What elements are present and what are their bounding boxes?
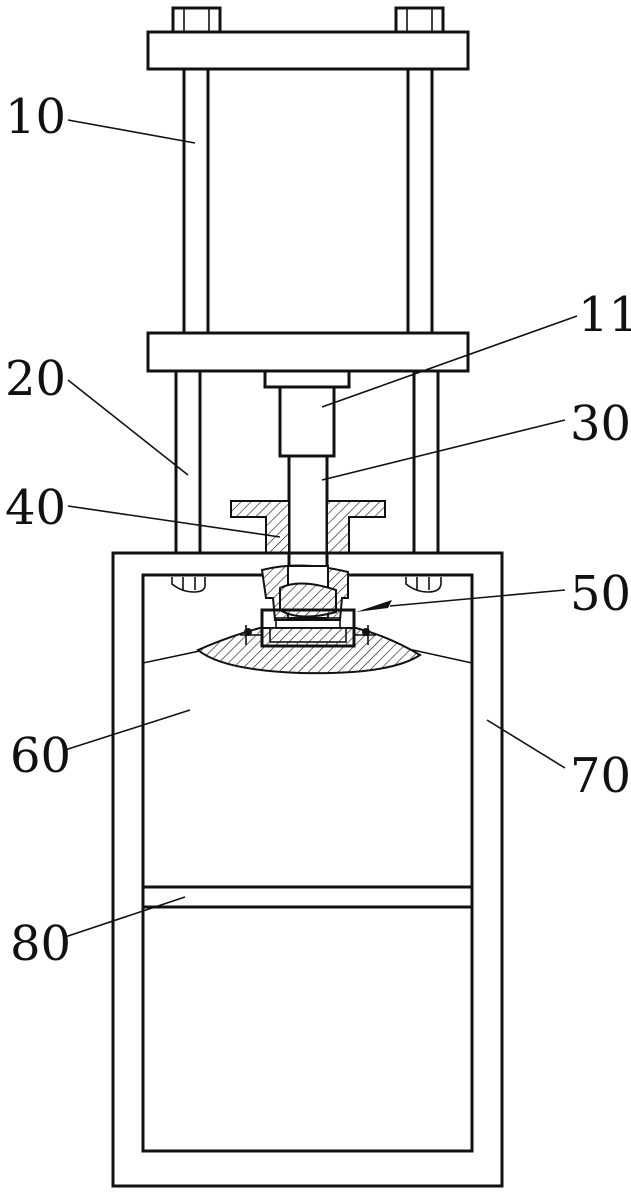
label-11: 11 [578,287,631,343]
reference-labels: 10 11 20 30 40 50 60 70 80 [5,89,631,972]
label-60: 60 [10,728,71,784]
divider-plate [143,887,472,907]
guide-flange [231,501,385,553]
column-left [176,371,200,553]
lower-rod-30 [289,456,327,574]
middle-plate [148,333,468,371]
tie-rod-right [408,69,432,333]
label-80: 80 [10,916,71,972]
label-10: 10 [5,89,66,145]
tie-rod-left [184,69,208,333]
label-50: 50 [570,566,631,622]
cylinder-assembly [148,8,468,371]
label-20: 20 [5,351,66,407]
top-nut-right [396,8,443,32]
support-columns [176,371,438,553]
column-right [414,371,438,553]
label-40: 40 [5,480,66,536]
rod-gland [265,371,349,387]
label-30: 30 [570,396,631,452]
coupling-assembly [240,565,392,646]
piston-rod-11 [280,387,334,456]
label-70: 70 [570,748,631,804]
top-nut-left [173,8,220,32]
top-plate [148,32,468,69]
